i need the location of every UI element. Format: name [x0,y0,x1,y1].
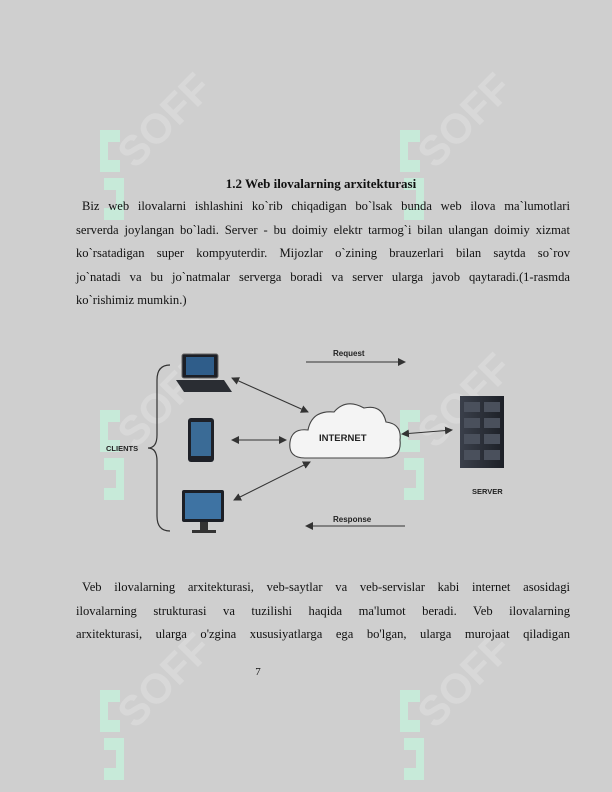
paragraph-line: jo`natadi va bu jo`natmalar serverga bor… [76,269,570,284]
laptop-icon [176,353,232,392]
server-label: SERVER [472,487,503,496]
paragraph-line: Biz web ilovalarni ishlashini ko`rib chi… [82,199,570,213]
laptop-internet-arrow [231,377,309,413]
svg-text:SOFF: SOFF [408,64,520,176]
server-rack-icon [460,396,504,468]
paragraph-line: arxitekturasi, ularga o'zgina xususiyatl… [76,627,570,641]
clients-bracket [147,364,171,532]
desktop-monitor-icon [182,490,224,533]
paragraph-line: ko`rsatadigan super kompyuterdir. Mijozl… [76,246,570,260]
internet-cloud-icon [289,403,401,459]
paragraph-line: ilovalarning strukturasi va tuzilishi ha… [76,603,570,618]
paragraph-line: serverda joylangan bo`ladi. Server - bu … [76,222,570,237]
paragraph-line: Veb ilovalarning arxitekturasi, veb-sayt… [82,580,570,594]
internet-server-arrow [401,426,453,438]
tablet-icon [188,418,214,462]
paragraph-2: Veb ilovalarning arxitekturasi, veb-sayt… [76,576,570,647]
architecture-diagram: Request Response CLIENTS INTERNET SERVER [106,349,504,533]
desktop-internet-arrow [233,461,311,501]
svg-text:SOFF: SOFF [108,64,220,176]
request-label: Request [333,349,365,358]
page-number: 7 [255,666,261,678]
internet-label: INTERNET [319,433,367,444]
clients-label: CLIENTS [106,444,138,453]
paragraph-1: Biz web ilovalarni ishlashini ko`rib chi… [76,195,570,313]
section-heading: 1.2 Web ilovalarning arxitekturasi [225,176,417,191]
paragraph-line: ko`rishimiz mumkin.) [76,293,187,307]
response-label: Response [333,515,372,524]
